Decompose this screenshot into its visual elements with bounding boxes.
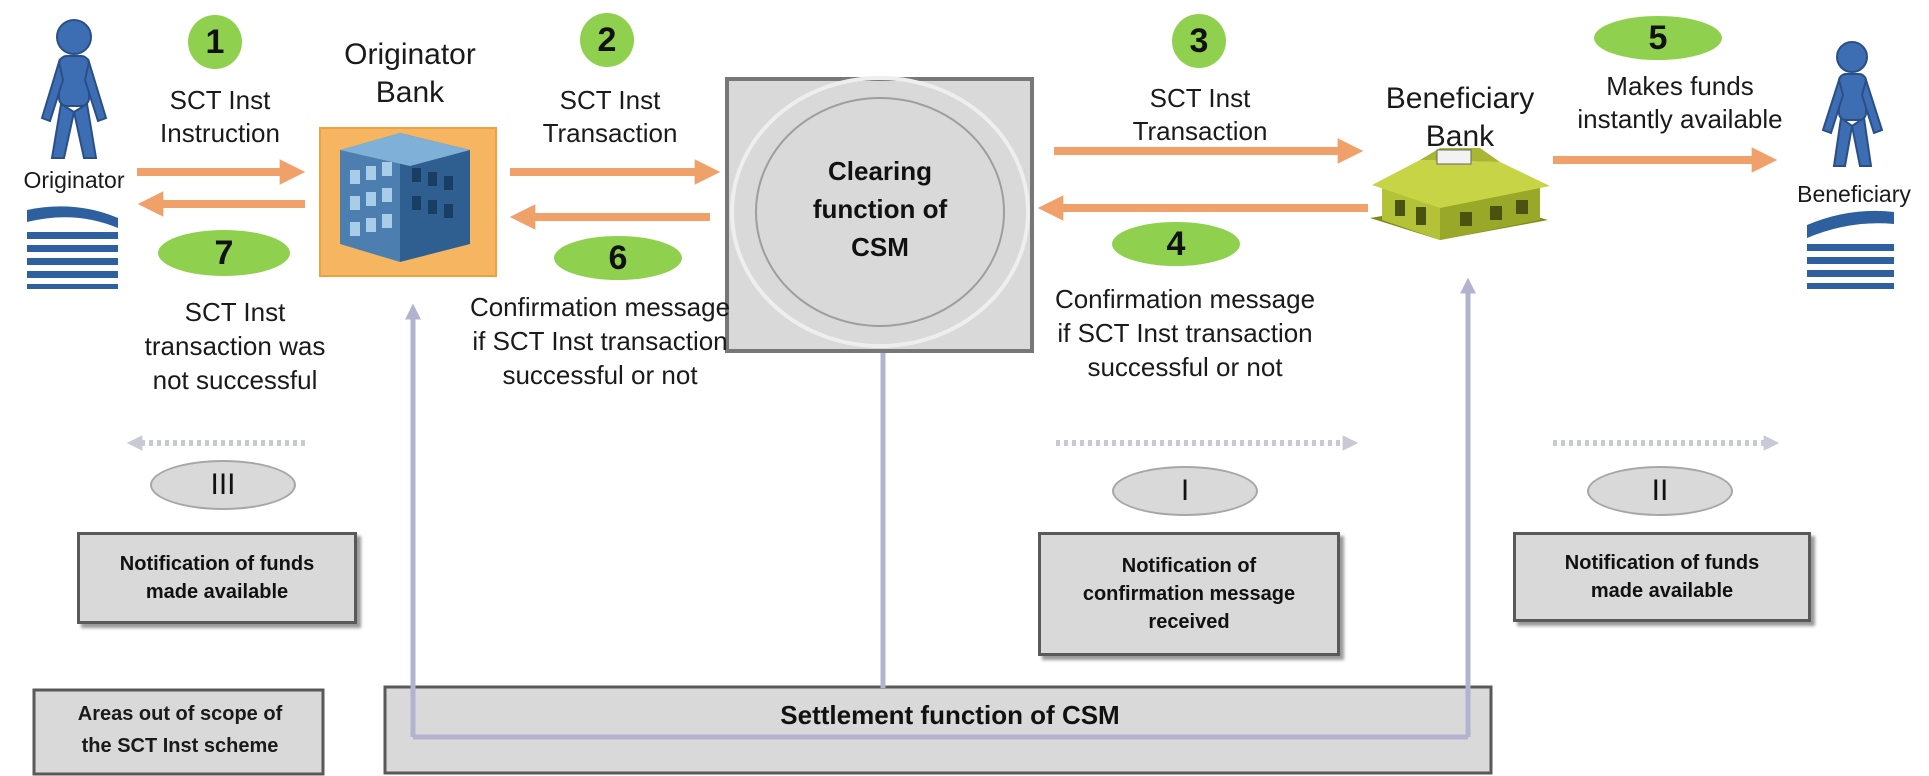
step-2-text: SCT Inst Transaction: [542, 85, 678, 148]
notification-badge-I: I: [1112, 466, 1258, 516]
originator-person-icon: [40, 19, 108, 159]
notification-box-III: Notification of funds made available: [77, 532, 357, 624]
step-badge-2: 2: [580, 13, 634, 67]
step-badge-4: 4: [1112, 222, 1240, 266]
step-5-text: Makes funds instantly available: [1577, 71, 1783, 134]
legend-label: Areas out of scope of the SCT Inst schem…: [77, 703, 283, 757]
originator-company-icon: [27, 206, 118, 289]
legend-box-frame: [32, 688, 325, 776]
notification-badge-III: III: [150, 460, 296, 510]
beneficiary-bank-label: Beneficiary Bank: [1385, 82, 1535, 153]
step-3-text: SCT Inst Transaction: [1132, 83, 1268, 146]
beneficiary-company-icon: [1807, 210, 1894, 289]
clearing-function-box: [725, 76, 1034, 353]
step-badge-6: 6: [554, 236, 682, 280]
step-badge-5: 5: [1594, 16, 1722, 60]
clearing-function-label: Clearing function of CSM: [812, 156, 948, 262]
step-1-text: SCT Inst Instruction: [160, 85, 280, 148]
step-6-text: Confirmation message if SCT Inst transac…: [469, 292, 731, 390]
beneficiary-label: Beneficiary: [1797, 181, 1911, 207]
notification-box-I: Notification of confirmation message rec…: [1038, 532, 1340, 656]
originator-bank-label: Originator Bank: [344, 38, 476, 109]
notification-box-II: Notification of funds made available: [1513, 532, 1811, 622]
settlement-connectors: [404, 277, 1477, 740]
step-badge-1: 1: [188, 15, 242, 69]
settlement-bar: [383, 685, 1493, 775]
originator-bank-building-icon: [319, 127, 497, 277]
message-arrows: [137, 138, 1778, 230]
notification-badge-II: II: [1587, 466, 1733, 516]
originator-label: Originator: [23, 167, 125, 193]
step-badge-3: 3: [1172, 14, 1226, 68]
step-4-text: Confirmation message if SCT Inst transac…: [1054, 284, 1316, 382]
step-badge-7: 7: [158, 230, 290, 276]
settlement-function-label: Settlement function of CSM: [780, 700, 1120, 730]
beneficiary-person-icon: [1821, 41, 1884, 167]
step-7-text: SCT Inst transaction was not successful: [144, 297, 326, 395]
beneficiary-bank-building-icon: [1370, 148, 1550, 240]
